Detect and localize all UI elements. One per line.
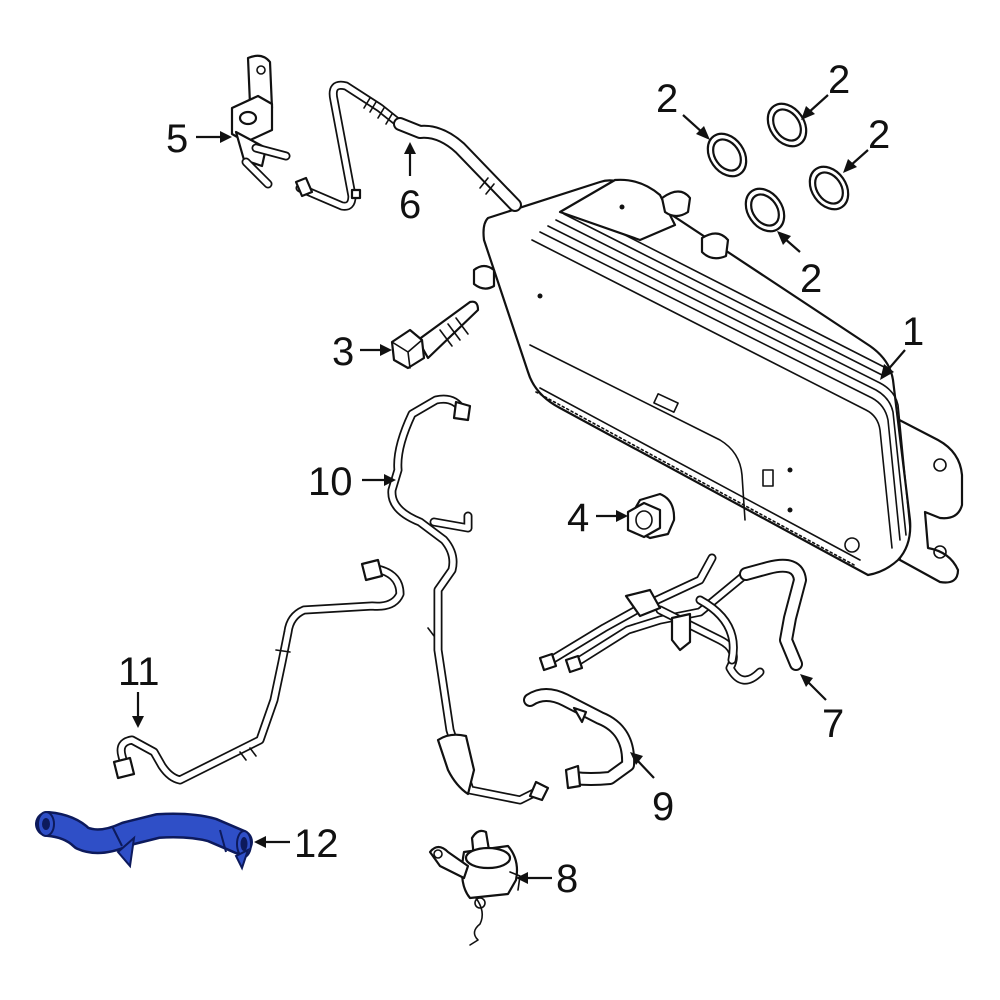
callout-5: 5 bbox=[166, 117, 232, 161]
callout-12-label: 12 bbox=[294, 822, 339, 866]
callout-11-label: 11 bbox=[118, 650, 160, 694]
o-ring-part-2c[interactable] bbox=[802, 159, 856, 216]
callout-8: 8 bbox=[516, 857, 578, 901]
callout-10: 10 bbox=[308, 460, 396, 504]
callout-3: 3 bbox=[332, 330, 392, 374]
callout-1-label: 1 bbox=[902, 310, 924, 354]
callout-10-label: 10 bbox=[308, 460, 353, 504]
callout-2a-label: 2 bbox=[656, 77, 678, 121]
callout-8-label: 8 bbox=[556, 857, 578, 901]
callout-1: 1 bbox=[880, 310, 924, 380]
callout-7: 7 bbox=[800, 674, 844, 746]
callout-9-label: 9 bbox=[652, 785, 674, 829]
callout-4: 4 bbox=[567, 496, 628, 540]
o-ring-part-2b[interactable] bbox=[760, 96, 814, 153]
callout-3-label: 3 bbox=[332, 330, 354, 374]
callout-2d: 2 bbox=[777, 231, 822, 301]
callout-2d-label: 2 bbox=[800, 257, 822, 301]
callout-2a: 2 bbox=[656, 77, 710, 140]
o-ring-part-2a[interactable] bbox=[700, 126, 754, 183]
bolt-part-3[interactable] bbox=[390, 300, 480, 370]
callout-9: 9 bbox=[630, 752, 674, 829]
callout-12: 12 bbox=[254, 822, 339, 866]
callout-7-label: 7 bbox=[822, 702, 844, 746]
hose-part-12-highlighted[interactable] bbox=[35, 811, 253, 871]
tube-part-6[interactable] bbox=[294, 80, 522, 212]
callout-2c: 2 bbox=[843, 113, 890, 173]
sensor-part-8[interactable] bbox=[428, 829, 521, 946]
callout-2c-label: 2 bbox=[868, 113, 890, 157]
hose-assembly-part-7[interactable] bbox=[538, 553, 807, 685]
hose-part-9[interactable] bbox=[523, 688, 636, 790]
tube-part-11[interactable] bbox=[112, 558, 405, 785]
callout-5-label: 5 bbox=[166, 117, 188, 161]
callout-4-label: 4 bbox=[567, 496, 589, 540]
hose-part-10[interactable] bbox=[387, 394, 550, 805]
callout-6: 6 bbox=[399, 142, 421, 227]
callout-11: 11 bbox=[118, 650, 160, 728]
callout-2b: 2 bbox=[801, 58, 850, 120]
callout-2b-label: 2 bbox=[828, 58, 850, 102]
valve-part-5[interactable] bbox=[230, 54, 291, 189]
o-ring-part-2d[interactable] bbox=[738, 181, 792, 238]
oil-cooler-part-1[interactable] bbox=[472, 178, 964, 584]
nut-part-4[interactable] bbox=[626, 492, 676, 540]
callout-6-label: 6 bbox=[399, 183, 421, 227]
